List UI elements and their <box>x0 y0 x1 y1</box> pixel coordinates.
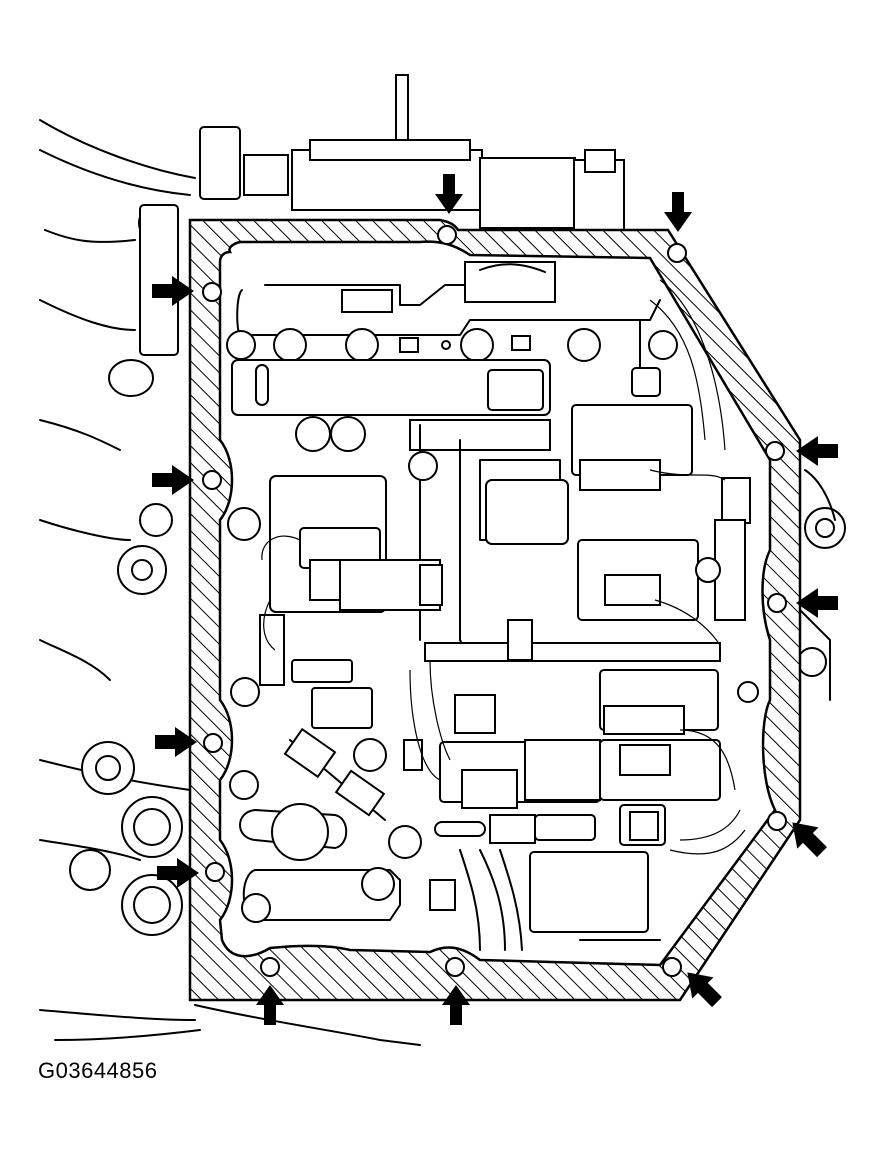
arrow-left-icon <box>796 436 838 466</box>
arrow-left-icon <box>796 588 838 618</box>
arrow-down-icon <box>664 192 692 232</box>
callout-arrows <box>152 174 838 1025</box>
bolt-hole <box>437 225 457 245</box>
bolt-hole <box>202 470 222 490</box>
bolt-hole <box>667 243 687 263</box>
arrow-right-icon <box>157 858 199 888</box>
transmission-case-outline <box>39 119 846 1046</box>
bolt-hole <box>765 441 785 461</box>
arrow-right-icon <box>155 727 197 757</box>
valve-body <box>226 261 759 951</box>
arrow-down-icon <box>435 174 463 214</box>
bolt-hole <box>203 733 223 753</box>
bolt-hole <box>205 862 225 882</box>
arrow-up-left-icon <box>792 822 827 858</box>
bolt-hole <box>445 957 465 977</box>
figure-id-label: G03644856 <box>38 1058 158 1083</box>
bolt-hole <box>202 282 222 302</box>
gasket-outline <box>188 218 802 1002</box>
top-components <box>199 74 625 231</box>
arrow-up-icon <box>256 985 284 1025</box>
arrow-right-icon <box>152 276 194 306</box>
arrow-right-icon <box>152 465 194 495</box>
bolt-holes <box>202 225 787 977</box>
bolt-hole <box>767 593 787 613</box>
bolt-hole <box>662 957 682 977</box>
arrow-up-left-icon <box>687 972 722 1008</box>
bolt-hole <box>260 957 280 977</box>
arrow-up-icon <box>442 985 470 1025</box>
bolt-hole <box>767 811 787 831</box>
